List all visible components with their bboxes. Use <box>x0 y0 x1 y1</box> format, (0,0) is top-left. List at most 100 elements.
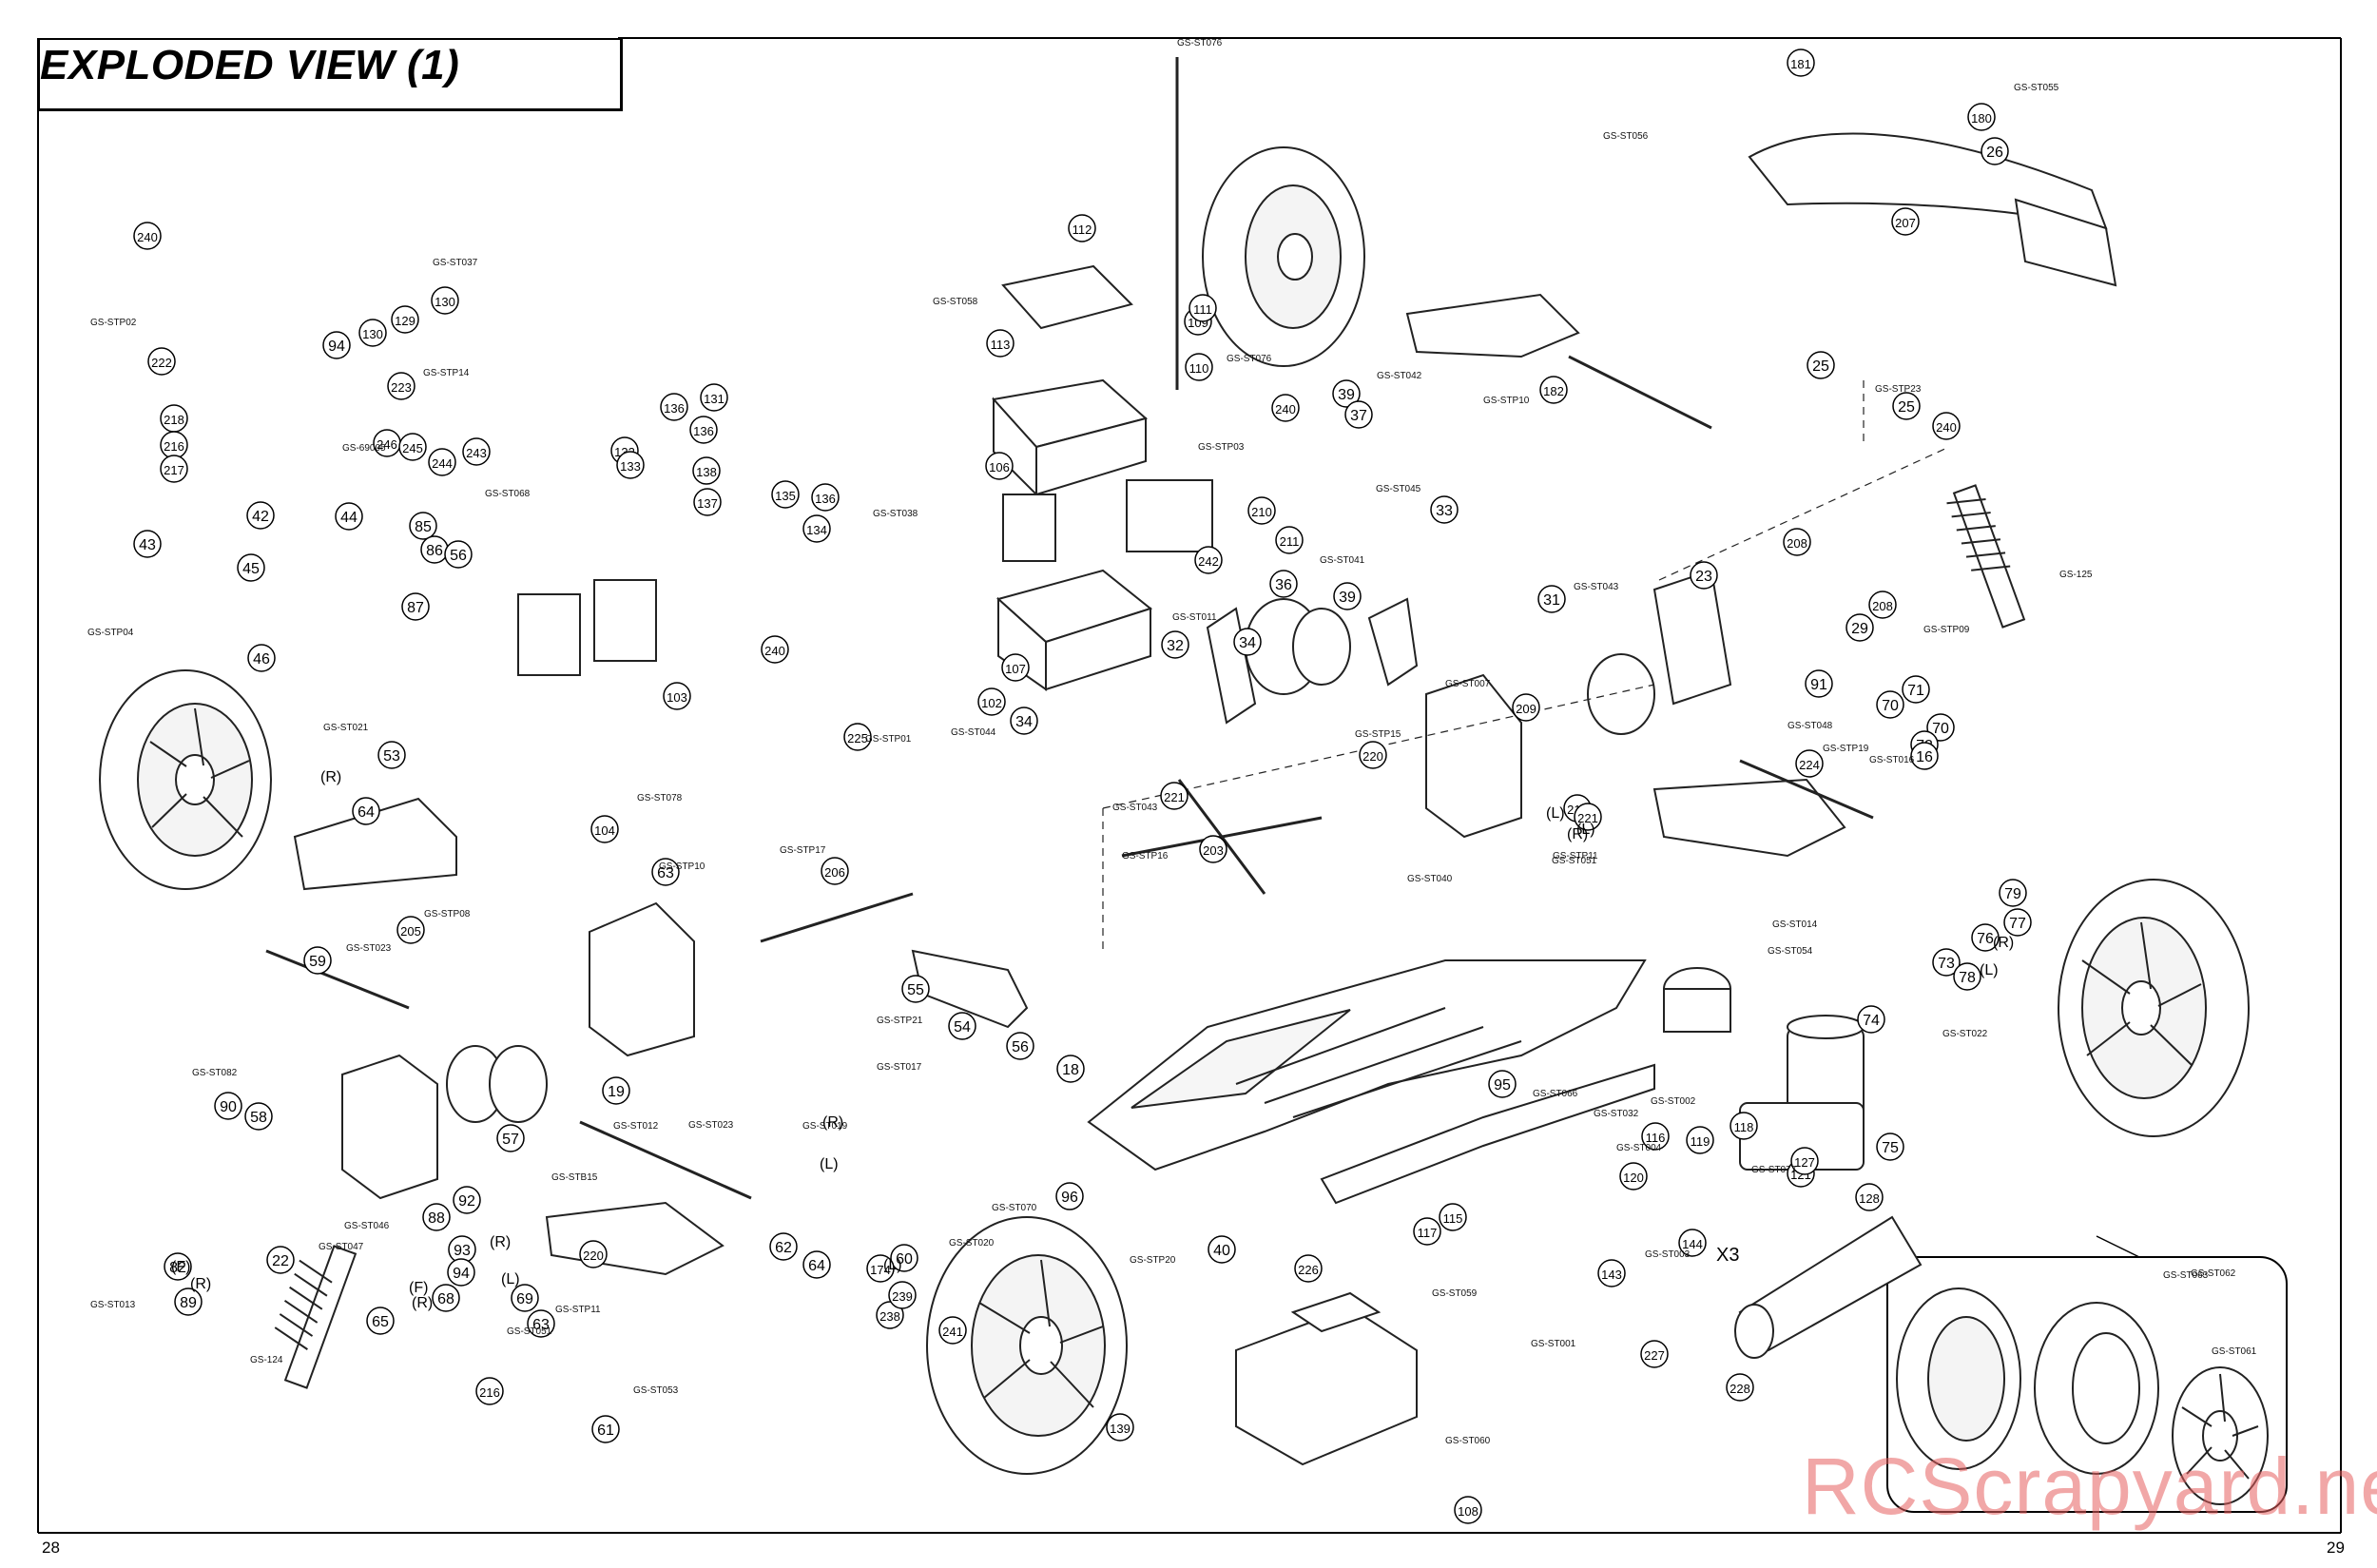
code-layer: GS-ST076GS-ST055GS-ST056GS-ST037GS-STP02… <box>87 38 2257 1446</box>
part-number: 120 <box>1623 1171 1644 1185</box>
part-callout-circle <box>771 480 800 509</box>
part-number: 240 <box>1275 402 1296 416</box>
part-number: 238 <box>879 1309 900 1324</box>
part-callout-circle <box>1488 1070 1517 1098</box>
part-number: 211 <box>1280 534 1300 549</box>
part-code-label: GS-ST058 <box>933 297 978 307</box>
part-callout-circle <box>1967 103 1996 131</box>
side-label: (L) <box>820 1156 839 1172</box>
part-code-label: GS-ST013 <box>90 1300 136 1310</box>
side-label: (R) <box>412 1295 433 1311</box>
part-code-label: GS-ST070 <box>992 1203 1037 1213</box>
part-callout-circle <box>444 540 473 569</box>
part-callout-circle <box>866 1254 895 1283</box>
rear-wing <box>1748 132 2117 287</box>
part-callout-circle <box>511 1284 539 1312</box>
part-number: 74 <box>1863 1013 1880 1029</box>
part-number: 25 <box>1812 358 1829 375</box>
part-callout-circle <box>761 635 789 664</box>
part-code-label: GS-ST022 <box>1942 1029 1988 1039</box>
part-code-label: GS-ST016 <box>1869 755 1915 765</box>
air-filter <box>1663 967 1731 1033</box>
part-code-label: GS-STP16 <box>1122 851 1169 861</box>
part-callout-circle <box>1413 1217 1441 1246</box>
part-number: 59 <box>309 954 326 970</box>
part-number: 240 <box>1936 420 1957 435</box>
part-callout-circle <box>475 1377 504 1405</box>
part-number: 182 <box>1543 384 1564 398</box>
front-left-wheel <box>99 669 272 890</box>
part-code-label: GS-STP08 <box>424 909 471 920</box>
part-number: 42 <box>252 509 269 525</box>
part-code-label: GS-ST020 <box>949 1238 995 1249</box>
radio-box-lid <box>1001 264 1133 330</box>
side-label: (F) <box>171 1259 190 1275</box>
part-number: 227 <box>1644 1348 1665 1363</box>
part-number: 218 <box>164 413 184 427</box>
part-callout-circle <box>591 1415 620 1443</box>
part-number: 207 <box>1895 216 1916 230</box>
part-number: 241 <box>942 1325 963 1339</box>
part-callout-circle <box>1001 653 1030 682</box>
part-code-label: GS-ST054 <box>1768 946 1813 957</box>
part-callout-circle <box>1876 690 1904 719</box>
part-number: 144 <box>1682 1237 1703 1251</box>
part-number: 22 <box>272 1253 289 1269</box>
watermark: RCScrapyard.net <box>1802 1442 2377 1531</box>
part-callout-circle <box>985 452 1014 480</box>
part-callout-circle <box>1686 1126 1714 1154</box>
side-label: (R) <box>1993 935 2014 951</box>
part-number: 82 <box>169 1260 186 1276</box>
part-number: 96 <box>1061 1190 1078 1206</box>
part-code-label: GS-STP14 <box>423 368 470 378</box>
part-callout-circle <box>358 319 387 347</box>
part-callout-circle <box>821 857 849 885</box>
part-number: 143 <box>1601 1268 1622 1282</box>
part-callout-circle <box>1161 630 1189 659</box>
part-number: 104 <box>594 823 615 838</box>
part-code-label: GS-ST060 <box>1445 1436 1491 1446</box>
part-callout-circle <box>660 393 688 421</box>
part-callout-circle <box>986 329 1015 358</box>
part-code-label: GS-ST078 <box>637 793 683 803</box>
part-callout-circle <box>1807 351 1835 379</box>
part-number: 91 <box>1810 677 1827 693</box>
part-number: 93 <box>454 1243 471 1259</box>
page-frame <box>37 37 2342 1534</box>
part-callout-circle <box>1726 1373 1754 1402</box>
part-code-label: GS-STP09 <box>1923 625 1970 635</box>
part-number: 133 <box>620 459 641 474</box>
part-callout-circle <box>1539 376 1568 404</box>
part-number: 208 <box>1787 536 1807 551</box>
part-number: 137 <box>697 496 718 511</box>
part-number: 139 <box>1110 1422 1131 1436</box>
part-callout-circle <box>1619 1162 1648 1191</box>
part-code-label: GS-ST045 <box>1376 484 1421 494</box>
fuel-tank <box>1235 1291 1418 1466</box>
part-callout-circle <box>1902 675 1930 704</box>
multiplier-label: X3 <box>1716 1245 1739 1266</box>
part-number: 240 <box>137 230 158 244</box>
part-callout-circle <box>1271 394 1300 422</box>
part-code-label: GS-ST012 <box>613 1121 659 1132</box>
part-number: 206 <box>824 865 845 880</box>
part-number: 108 <box>1458 1504 1478 1519</box>
tire-detail-inset <box>1886 1256 2288 1513</box>
part-number: 55 <box>907 982 924 998</box>
part-number: 116 <box>1646 1131 1666 1145</box>
part-number: 216 <box>479 1385 500 1400</box>
part-code-label: GS-STP19 <box>1823 744 1869 754</box>
part-callout-circle <box>977 687 1006 716</box>
part-number: 19 <box>608 1084 625 1100</box>
part-callout-circle <box>398 433 427 461</box>
part-callout-circle <box>1199 835 1227 863</box>
part-callout-circle <box>247 644 276 672</box>
part-number: 205 <box>400 924 421 939</box>
part-number: 29 <box>1851 621 1868 637</box>
part-number: 226 <box>1298 1263 1319 1277</box>
part-callout-circle <box>244 1102 273 1131</box>
part-number: 86 <box>426 543 443 559</box>
part-callout-circle <box>1790 1147 1819 1175</box>
